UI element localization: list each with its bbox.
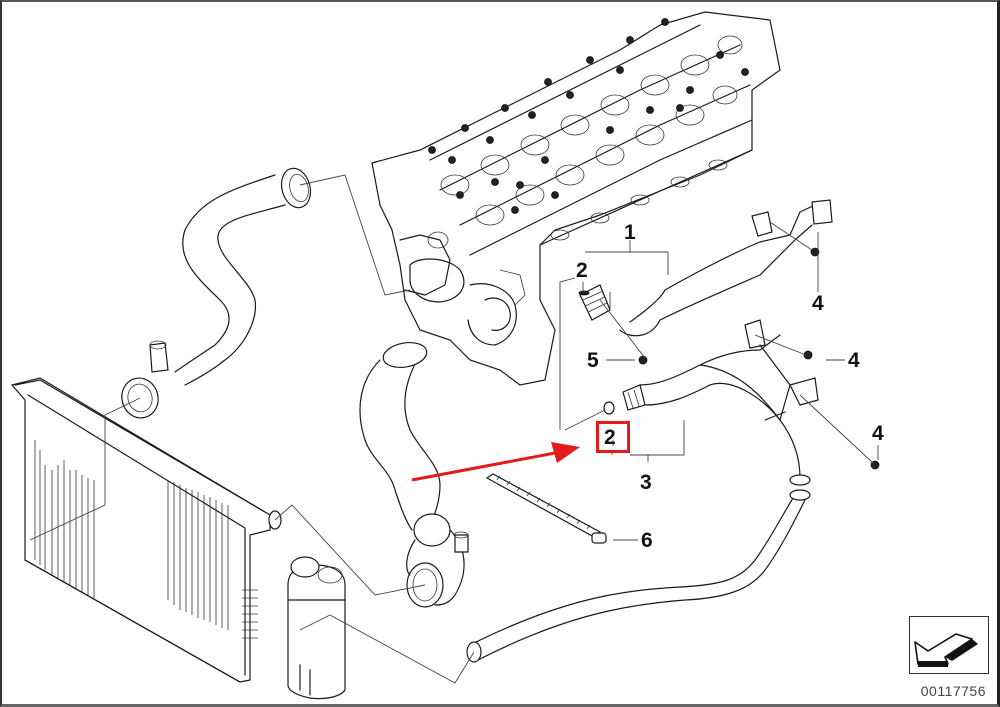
upper-radiator-hose xyxy=(121,167,312,419)
callout-4-top[interactable]: 4 xyxy=(812,292,824,315)
coolant-pipe-lower xyxy=(603,319,880,486)
callout-6[interactable]: 6 xyxy=(641,529,653,552)
cable-tie xyxy=(485,473,607,544)
callout-5[interactable]: 5 xyxy=(587,349,599,372)
radiator xyxy=(10,377,282,683)
callout-2-highlighted[interactable]: 2 xyxy=(604,426,616,449)
highlight-arrow xyxy=(411,442,580,482)
callout-4-middle[interactable]: 4 xyxy=(848,349,860,372)
part-number: 00117756 xyxy=(920,683,986,699)
assembly-lines xyxy=(29,174,874,684)
callout-3[interactable]: 3 xyxy=(640,471,652,494)
arrow-back-icon[interactable] xyxy=(909,616,989,674)
callout-2-upper[interactable]: 2 xyxy=(576,259,588,282)
cylinder-head xyxy=(371,11,781,386)
callout-leaders xyxy=(582,232,879,541)
callout-4-bottom[interactable]: 4 xyxy=(872,422,884,445)
coolant-pipe-upper xyxy=(578,199,833,365)
highlight-box xyxy=(596,421,630,453)
lower-radiator-hose xyxy=(359,341,469,608)
expansion-tank xyxy=(287,556,346,700)
callout-1[interactable]: 1 xyxy=(624,221,636,244)
expansion-tank-hose xyxy=(466,489,811,663)
